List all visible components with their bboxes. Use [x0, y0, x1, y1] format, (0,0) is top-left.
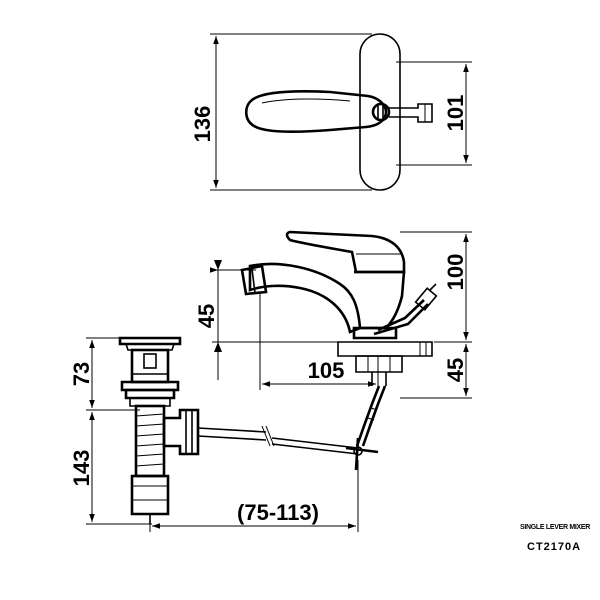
waste-assembly: 73 143 (75-113): [69, 336, 359, 532]
dim-label-100: 100: [443, 254, 468, 291]
side-view: 45 100 45 105: [194, 230, 472, 471]
dim-label-136: 136: [190, 106, 215, 143]
waste-side-fitting: [162, 408, 200, 456]
model-code: CT2170A: [527, 541, 582, 553]
top-view-lever: [244, 89, 388, 133]
waste-stopper: [118, 336, 182, 346]
top-view-cartridge: [389, 103, 433, 123]
deck-plate: [337, 341, 433, 357]
flexible-hoses: [345, 283, 438, 471]
dim-label-45-deck: 45: [443, 358, 468, 382]
dim-label-73: 73: [69, 362, 94, 386]
side-view-body: [354, 270, 406, 330]
product-subtitle: SINGLE LEVER MIXER: [520, 524, 591, 531]
side-view-aerator: [240, 264, 268, 296]
dim-label-45-spout: 45: [194, 304, 219, 328]
side-view-lever: [285, 230, 406, 274]
dim-label-143: 143: [69, 450, 94, 487]
dim-label-105: 105: [308, 358, 345, 383]
mounting-nut: [355, 355, 403, 373]
dim-label-75-113: (75-113): [237, 500, 319, 525]
top-view: 136 101: [190, 33, 472, 191]
top-view-body: [359, 33, 401, 191]
dim-label-101: 101: [443, 95, 468, 132]
side-view-spout: [248, 262, 362, 334]
pop-up-rod: [197, 425, 359, 455]
